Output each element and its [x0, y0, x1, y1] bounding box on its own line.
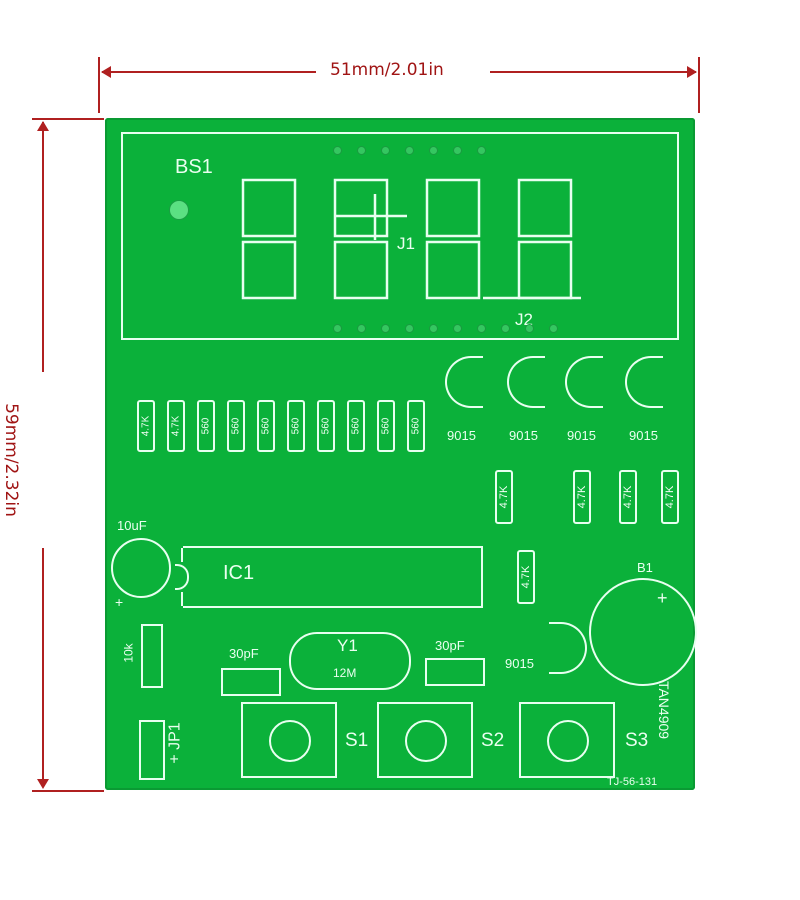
resistor-value: 4.7K	[664, 485, 676, 509]
resistor-value: 4.7K	[140, 415, 152, 437]
s1-label: S1	[345, 730, 369, 751]
buzzer-outline	[589, 578, 697, 686]
switch-s1	[241, 702, 337, 778]
seven-segment-digits	[241, 178, 581, 300]
s2-label: S2	[481, 730, 505, 751]
resistor-value: 560	[380, 417, 392, 435]
resistor-value: 560	[230, 417, 242, 435]
switch-s3	[519, 702, 615, 778]
led-pad	[169, 200, 189, 220]
resistor-value: 560	[320, 417, 332, 435]
resistor: 4.7K	[573, 470, 591, 524]
cap30-right	[425, 658, 485, 686]
resistor-value: 560	[260, 417, 272, 435]
resistor: 4.7K	[495, 470, 513, 524]
resistor-value: 4.7K	[170, 415, 182, 437]
cap30-left	[221, 668, 281, 696]
transistor-label: 9015	[629, 428, 658, 443]
resistor-value: 4.7K	[520, 565, 532, 589]
cap-plus: +	[115, 594, 124, 610]
resistor-10k	[141, 624, 163, 688]
transistor-label: 9015	[447, 428, 476, 443]
display-outline	[121, 132, 679, 340]
code-label: TJ-56-131	[607, 776, 658, 788]
resistor: 4.7K	[661, 470, 679, 524]
resistor-value: 4.7K	[576, 485, 588, 509]
cap30-right-label: 30pF	[435, 638, 465, 653]
buzzer-plus: +	[657, 588, 668, 608]
transistor-outline	[625, 356, 663, 408]
transistor-outline	[507, 356, 545, 408]
crystal-outline	[289, 632, 411, 690]
transistor-label: 9015	[567, 428, 596, 443]
s3-label: S3	[625, 730, 649, 751]
buzzer-label: B1	[637, 560, 653, 575]
transistor-outline	[549, 622, 587, 674]
transistor-outline	[565, 356, 603, 408]
resistor-value: 560	[350, 417, 362, 435]
pcb-board: BS1 J1 J2	[105, 118, 697, 790]
resistor: 4.7K	[619, 470, 637, 524]
switch-s2	[377, 702, 473, 778]
height-label: 59mm/2.32in	[0, 403, 21, 517]
transistor-outline	[445, 356, 483, 408]
model-label: TAN4909	[656, 680, 673, 740]
jumper-outline	[139, 720, 165, 780]
r10k-label: 10k	[121, 643, 136, 663]
capacitor-outline	[111, 538, 171, 598]
resistor-value: 4.7K	[622, 485, 634, 509]
resistor-value: 4.7K	[498, 485, 510, 509]
cap-label: 10uF	[117, 518, 147, 533]
crystal-label: Y1	[337, 636, 358, 655]
cap30-left-label: 30pF	[229, 646, 259, 661]
crystal-freq: 12M	[333, 666, 357, 680]
transistor-label: 9015	[509, 428, 538, 443]
resistor-value: 560	[290, 417, 302, 435]
resistor-value: 560	[410, 417, 422, 435]
display-label: BS1	[175, 156, 213, 178]
resistor: 4.7K	[517, 550, 535, 604]
resistor-value: 560	[200, 417, 212, 435]
jp-label: + JP1	[166, 722, 184, 764]
transistor-b1-label: 9015	[505, 656, 534, 671]
j1-label: J1	[397, 234, 415, 253]
ic-label: IC1	[223, 562, 255, 584]
width-label: 51mm/2.01in	[330, 60, 444, 80]
